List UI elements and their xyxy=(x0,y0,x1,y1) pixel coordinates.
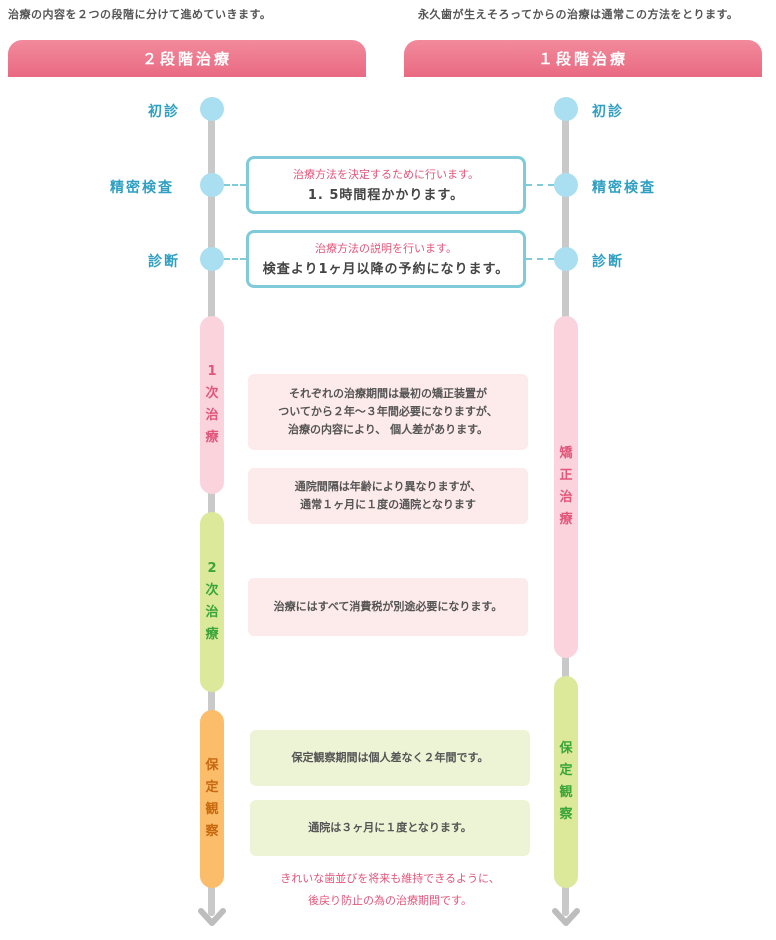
phase-char: 次 xyxy=(205,386,219,401)
phase-char: 正 xyxy=(559,468,573,483)
phase-char: 観 xyxy=(559,785,573,800)
tab-two-stage-treatment[interactable]: ２段階治療 xyxy=(8,40,366,77)
left-first-visit-label: 初診 xyxy=(148,104,180,120)
exam-info-box: 治療方法を決定するために行います。 1. 5時間程かかります。 xyxy=(246,156,526,214)
phase-char: 矯 xyxy=(559,446,573,461)
phase-char: 治 xyxy=(205,605,219,620)
right-diagnosis-label: 診断 xyxy=(592,254,624,270)
left-exam-label: 精密検査 xyxy=(110,180,174,196)
phase-char: 療 xyxy=(559,512,573,527)
phase-char: 次 xyxy=(205,583,219,598)
phase-char: 療 xyxy=(205,627,219,642)
consumption-tax-note: 治療にはすべて消費税が別途必要になります。 xyxy=(248,578,528,636)
phase-char: 観 xyxy=(205,802,219,817)
exam-connector-right xyxy=(526,184,554,186)
retention-visit-note: 通院は３ヶ月に１度となります。 xyxy=(250,800,530,856)
exam-info-duration: 1. 5時間程かかります。 xyxy=(307,188,465,203)
phase-char: 定 xyxy=(205,780,219,795)
right-first-visit-dot xyxy=(554,97,578,121)
phase-char: 定 xyxy=(559,763,573,778)
retention-period-note: 保定観察期間は個人差なく２年間です。 xyxy=(250,730,530,786)
phase-char: 保 xyxy=(559,741,573,756)
phase-char: 2 xyxy=(207,561,217,576)
left-diagnosis-label: 診断 xyxy=(148,254,180,270)
phase-char: 保 xyxy=(205,758,219,773)
left-down-arrow-icon xyxy=(198,908,226,926)
phase-char: 察 xyxy=(559,807,573,822)
phase-char: 治 xyxy=(559,490,573,505)
right-diagnosis-dot xyxy=(554,247,578,271)
right-top-note: 永久歯が生えそろってからの治療は通常この方法をとります。 xyxy=(418,8,739,21)
treatment-period-note: それぞれの治療期間は最初の矯正装置が ついてから２年〜３年間必要になりますが、 … xyxy=(248,374,528,450)
phase-char: 察 xyxy=(205,824,219,839)
left-phase-second-treatment: 2 次 治 療 xyxy=(200,512,224,692)
left-first-visit-dot xyxy=(200,97,224,121)
left-exam-dot xyxy=(200,173,224,197)
right-phase-orthodontic-treatment: 矯 正 治 療 xyxy=(554,316,578,658)
diagnosis-connector-left xyxy=(224,258,246,260)
diagnosis-info-box: 治療方法の説明を行います。 検査より1ヶ月以降の予約になります。 xyxy=(246,230,526,288)
phase-char: 療 xyxy=(205,430,219,445)
right-phase-retention: 保 定 観 察 xyxy=(554,676,578,888)
left-phase-first-treatment: 1 次 治 療 xyxy=(200,316,224,494)
visit-interval-note: 通院間隔は年齢により異なりますが、 通常１ヶ月に１度の通院となります xyxy=(248,468,528,524)
left-top-note: 治療の内容を２つの段階に分けて進めていきます。 xyxy=(8,8,272,21)
retention-purpose-text: きれいな歯並びを将来も維持できるように、 後戻り防止の為の治療期間です。 xyxy=(280,872,500,907)
tab-one-stage-treatment[interactable]: １段階治療 xyxy=(404,40,762,77)
right-down-arrow-icon xyxy=(552,908,580,926)
diagnosis-info-purpose: 治療方法の説明を行います。 xyxy=(315,242,457,255)
left-phase-retention: 保 定 観 察 xyxy=(200,710,224,888)
right-exam-label: 精密検査 xyxy=(592,180,656,196)
exam-info-purpose: 治療方法を決定するために行います。 xyxy=(293,168,479,181)
diagnosis-info-appointment: 検査より1ヶ月以降の予約になります。 xyxy=(262,262,510,277)
phase-char: 治 xyxy=(205,408,219,423)
left-diagnosis-dot xyxy=(200,247,224,271)
right-exam-dot xyxy=(554,173,578,197)
diagnosis-connector-right xyxy=(526,258,554,260)
phase-char: 1 xyxy=(207,364,217,379)
exam-connector-left xyxy=(224,184,246,186)
right-first-visit-label: 初診 xyxy=(592,104,624,120)
